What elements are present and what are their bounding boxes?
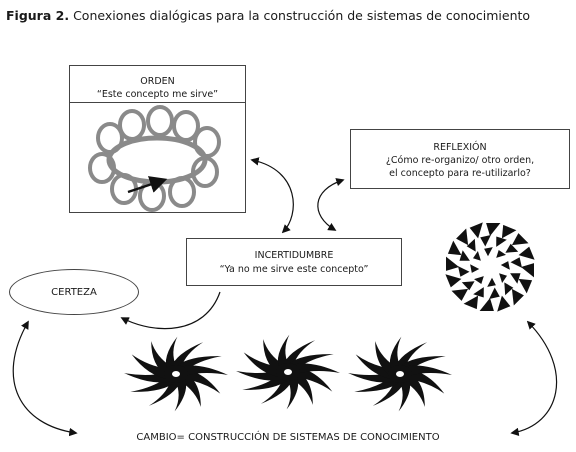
spiral-suns [124,334,452,412]
reflexion-line2: el concepto para re-utilizarlo? [389,168,531,179]
cambio-label: CAMBIO= CONSTRUCCIÓN DE SISTEMAS DE CONO… [136,432,440,443]
figure-caption: Figura 2. Conexiones dialógicas para la … [6,8,530,23]
arrow-orden-incertidumbre [250,157,294,234]
reflexion-line1: ¿Cómo re-organizo/ otro orden, [385,155,535,166]
orden-quote: “Este concepto me sirve” [96,89,219,100]
arrow-incertidumbre-reflexion [317,178,345,231]
arrow-incertidumbre-certeza [120,291,221,330]
knot-arrow [127,176,168,194]
incertidumbre-quote: “Ya no me sirve este concepto” [219,264,369,275]
arrow-certeza-cambio [12,320,78,437]
figure-label: Figura 2. [6,8,70,23]
incertidumbre-title: INCERTIDUMBRE [254,250,334,261]
orden-title: ORDEN [140,76,175,87]
certeza-ellipse [9,269,139,315]
reflexion-box [350,129,570,189]
arrow-pinwheel-cambio [510,320,558,437]
incertidumbre-box [186,238,402,286]
certeza-label: CERTEZA [51,287,97,298]
figure-title: Conexiones dialógicas para la construcci… [73,8,531,23]
reflexion-title: REFLEXIÓN [433,142,487,153]
orden-divider [70,102,245,103]
knot-graphic [88,105,221,212]
pinwheel-graphic [445,222,535,312]
